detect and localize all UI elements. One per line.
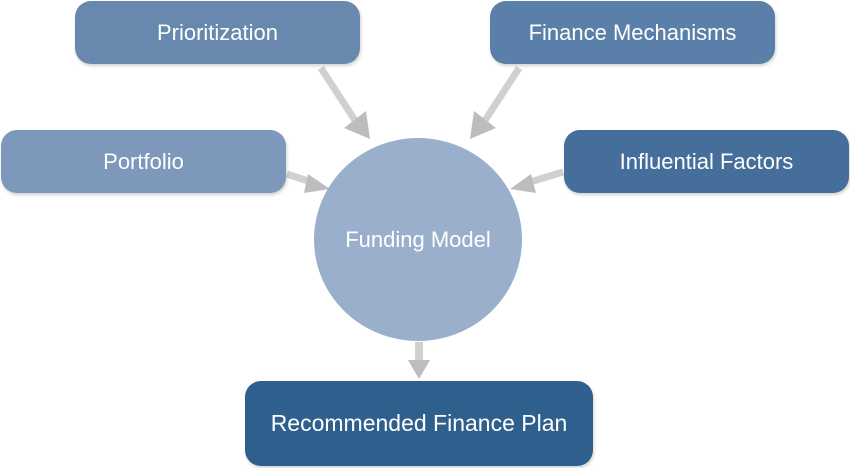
- funding-model-label: Funding Model: [345, 226, 491, 252]
- recommended-finance-plan-box: Recommended Finance Plan: [245, 381, 593, 466]
- arrow-funding-model-to-recommended-plan: [408, 342, 430, 379]
- arrow-prioritization-to-funding-model: [318, 66, 370, 139]
- influential-factors-label: Influential Factors: [619, 148, 794, 174]
- finance-mechanisms-label: Finance Mechanisms: [528, 19, 737, 45]
- finance-mechanisms-box: Finance Mechanisms: [490, 1, 775, 64]
- funding-model-node: Funding Model: [314, 138, 522, 341]
- arrow-finance-mechanisms-to-funding-model: [470, 66, 522, 139]
- arrow-influential-factors-to-funding-model: [510, 168, 565, 193]
- influential-factors-box: Influential Factors: [564, 130, 849, 193]
- portfolio-label: Portfolio: [103, 148, 184, 174]
- portfolio-box: Portfolio: [1, 130, 286, 193]
- prioritization-label: Prioritization: [156, 19, 279, 45]
- arrow-portfolio-to-funding-model: [285, 170, 330, 193]
- recommended-finance-plan-label: Recommended Finance Plan: [270, 410, 568, 436]
- prioritization-box: Prioritization: [75, 1, 360, 64]
